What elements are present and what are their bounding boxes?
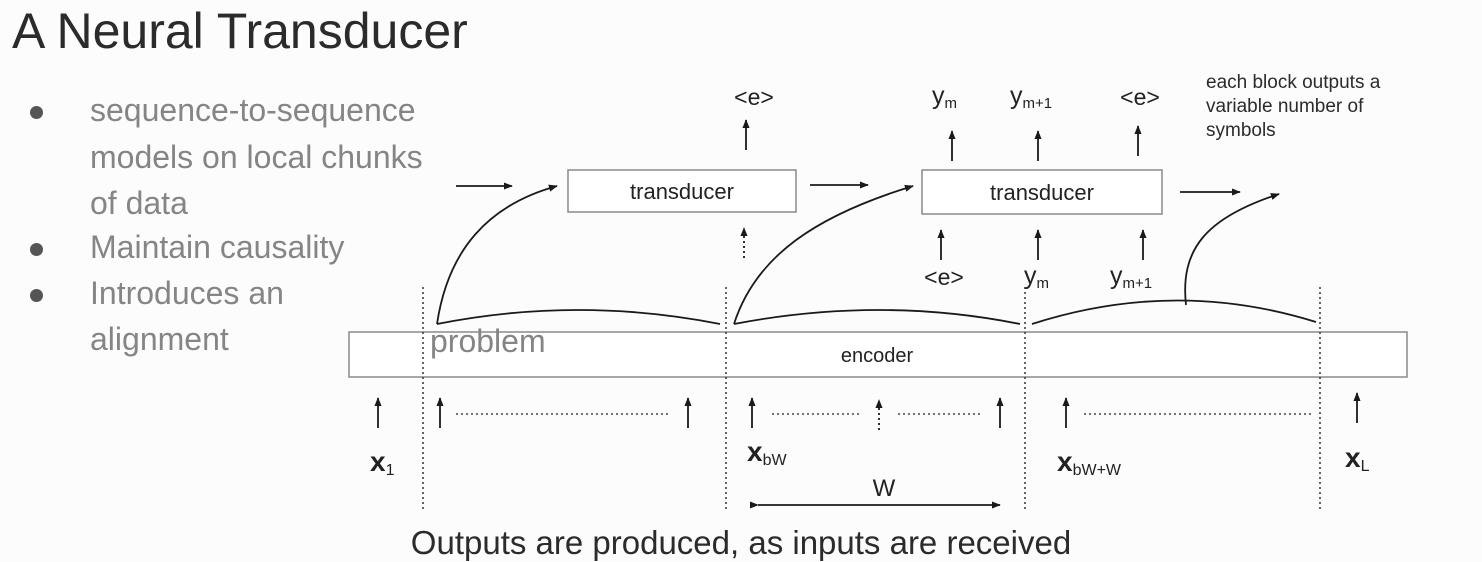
input-x-L: xL <box>1345 442 1370 475</box>
feedback-arrows <box>937 229 1147 260</box>
input-eos: <e> <box>924 264 964 290</box>
block-separators <box>422 287 1321 512</box>
input-x-bW: xbW <box>747 436 787 469</box>
overflow-bullet-word: problem <box>430 323 546 359</box>
bullet-2-line-1: Maintain causality <box>90 229 345 265</box>
bullet-marker-3 <box>30 289 43 302</box>
encoder-label: encoder <box>841 345 914 367</box>
encoder-box <box>348 331 1408 378</box>
bullet-marker-2 <box>30 243 43 256</box>
transducer-box-1 <box>567 169 797 213</box>
output-y-m1: ym+1 <box>1010 82 1052 112</box>
bullet-1-line-3: of data <box>90 185 188 221</box>
input-arrows <box>374 392 1361 428</box>
flow-arrows <box>456 181 1241 196</box>
slide-caption: Outputs are produced, as inputs are rece… <box>410 524 1072 561</box>
window-width-label: W <box>873 475 896 502</box>
transducer-label-2: transducer <box>990 180 1094 205</box>
transducer-box-2 <box>921 169 1163 215</box>
note-line-3: symbols <box>1206 120 1276 141</box>
note-line-1: each block outputs a <box>1206 72 1381 93</box>
bullet-marker-1 <box>30 106 43 119</box>
input-x-1: x1 <box>370 446 395 479</box>
output-y-m: ym <box>932 82 957 112</box>
transducer-label-1: transducer <box>630 179 734 204</box>
context-arrows <box>436 184 1280 325</box>
note-line-2: variable number of <box>1206 96 1364 117</box>
input-y-m: ym <box>1024 262 1049 292</box>
output-eos-1: <e> <box>734 84 774 110</box>
input-y-m1: ym+1 <box>1110 262 1152 292</box>
bullet-1-line-1: sequence-to-sequence <box>90 92 416 128</box>
output-arrows <box>742 119 1142 161</box>
block-output-note: each block outputs a variable number of … <box>1206 71 1380 143</box>
input-x-bWW: xbW+W <box>1057 446 1122 479</box>
output-eos-2: <e> <box>1120 84 1160 110</box>
bullet-1-line-2: models on local chunks <box>90 139 423 175</box>
encoder-arcs <box>436 299 1317 325</box>
bullet-3-line-2: alignment <box>90 321 229 357</box>
bullet-3-line-1: Introduces an <box>90 275 284 311</box>
slide-title: A Neural Transducer <box>12 3 468 59</box>
